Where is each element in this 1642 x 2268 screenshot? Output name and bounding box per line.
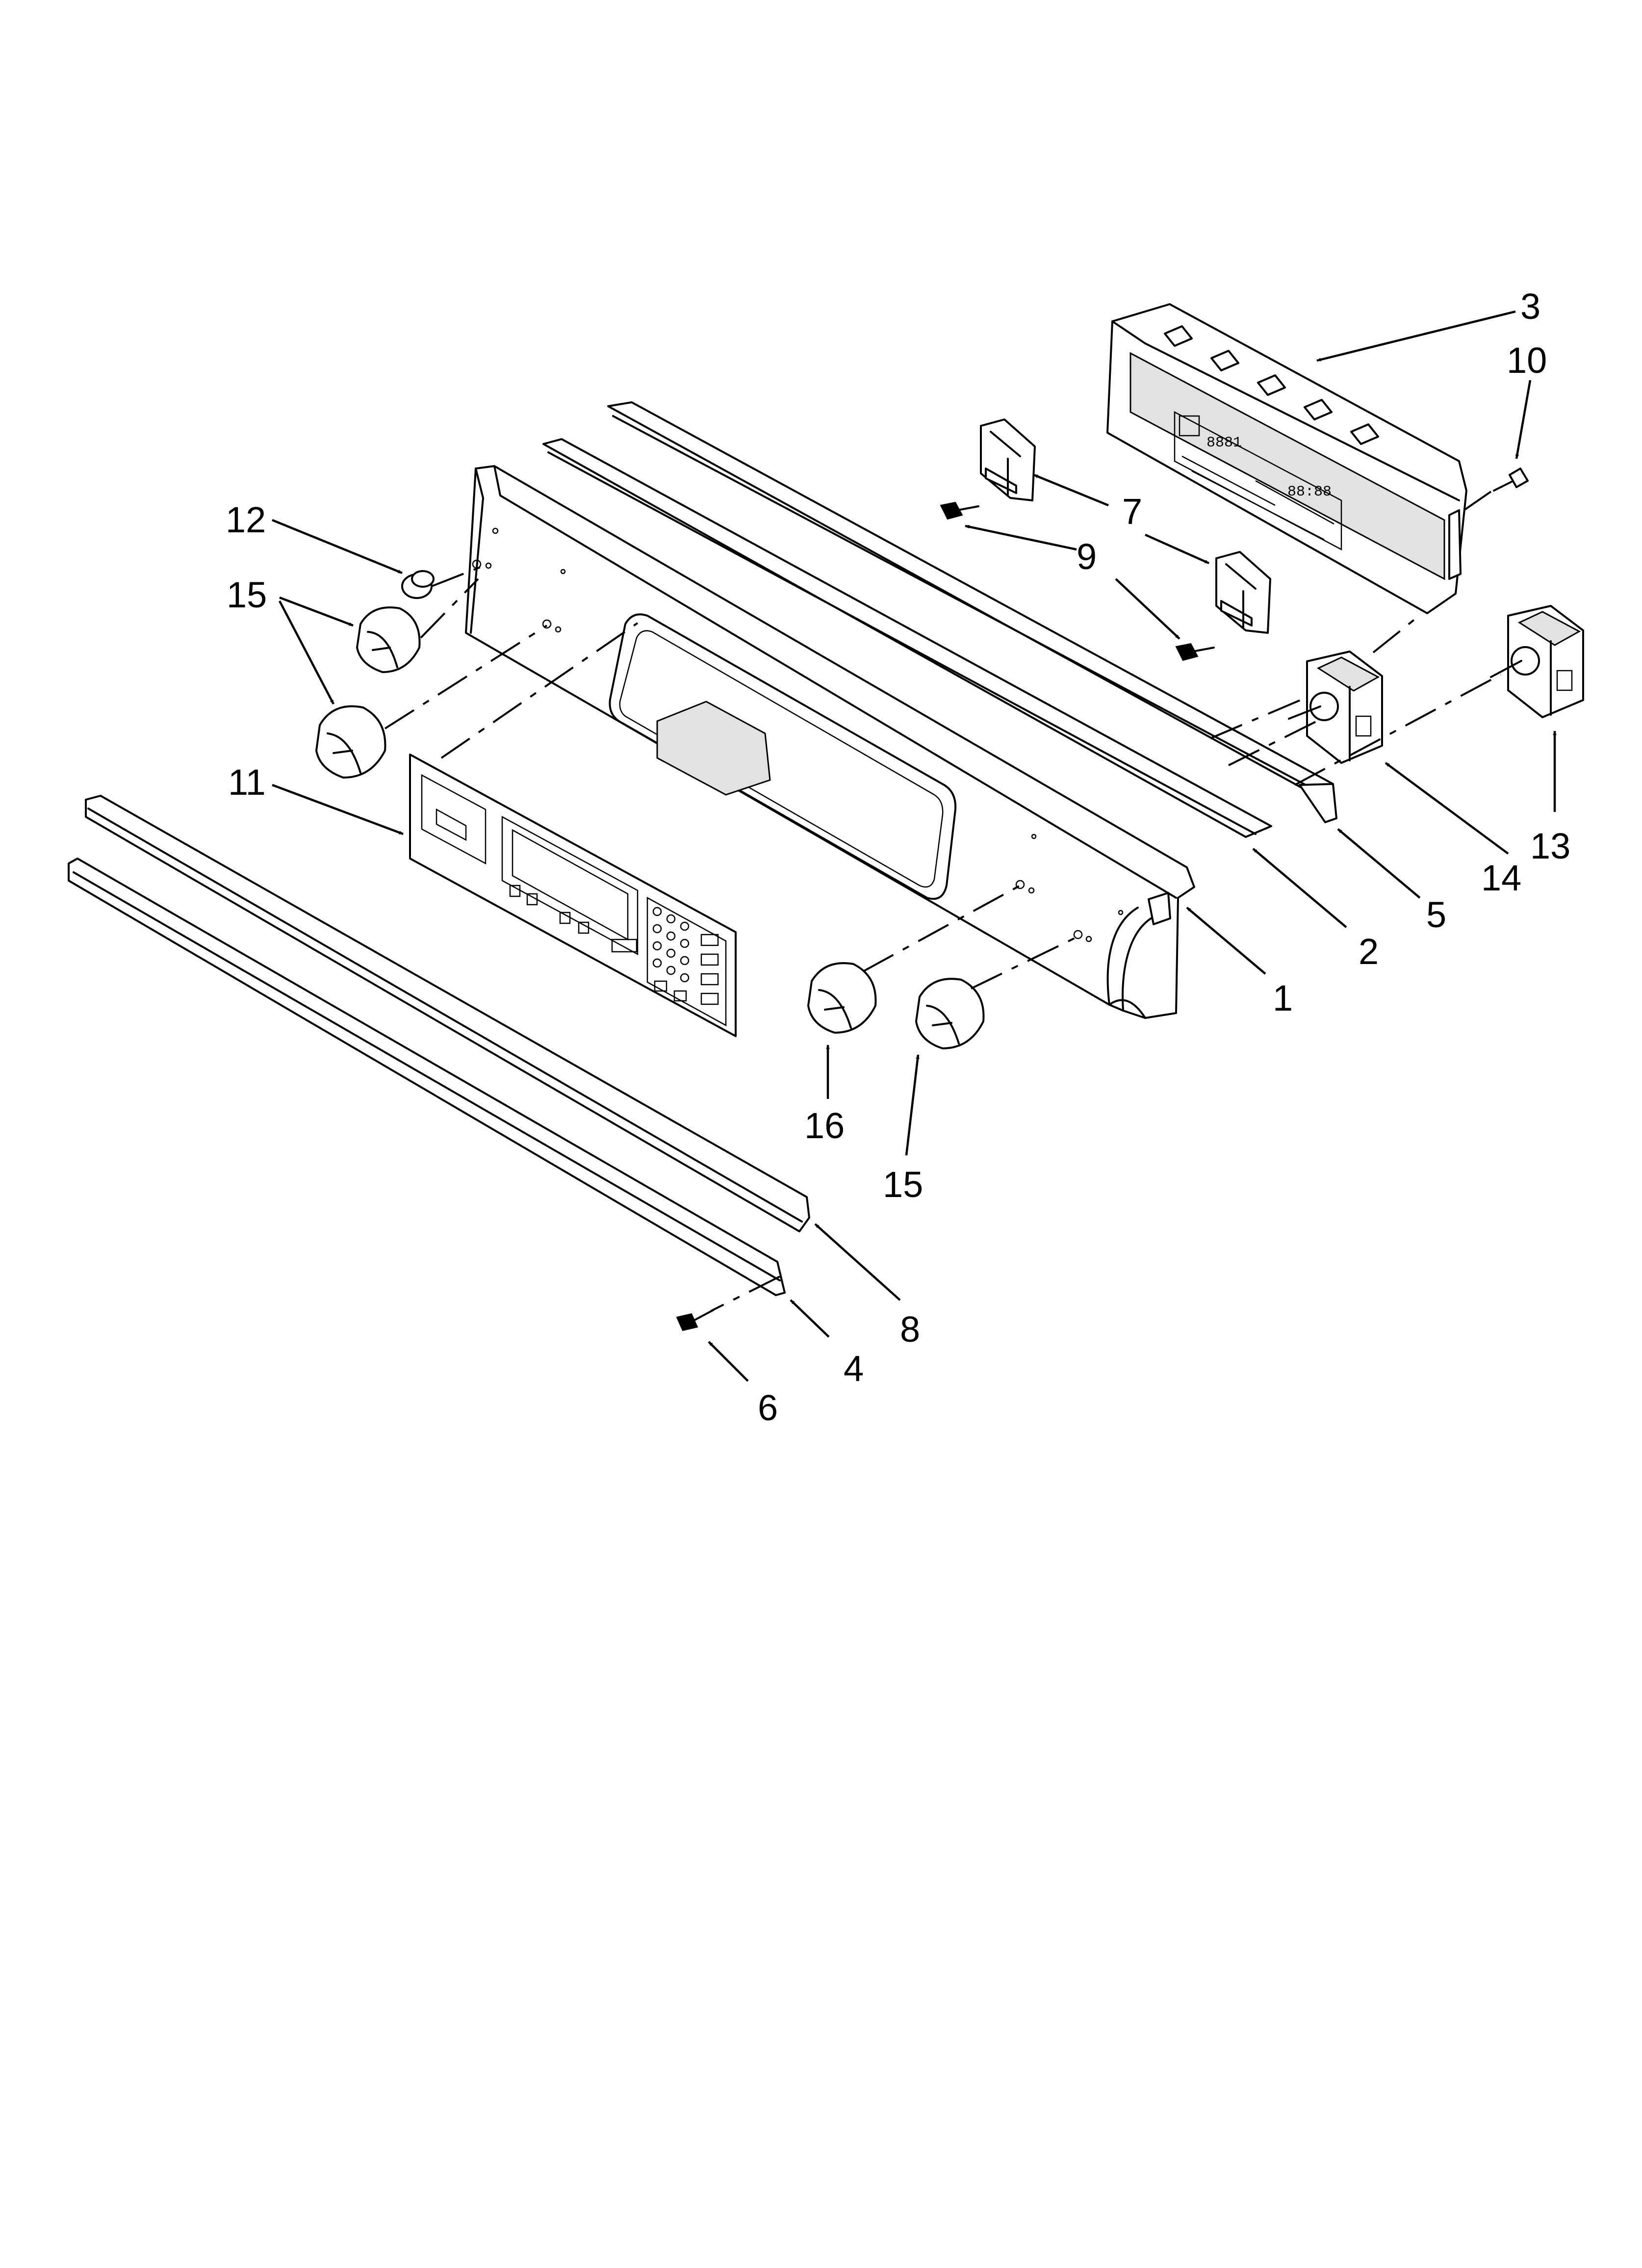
part-13-infinite-switch [1490, 605, 1584, 718]
part-2-trim-strip [542, 438, 1272, 838]
display-digits-glyph: 8881 [1206, 435, 1242, 451]
callout-9: 9 [1077, 536, 1097, 577]
part-1-control-panel-housing [465, 465, 1195, 1019]
callout-labels: 1 2 3 4 5 6 7 8 9 10 11 12 13 14 15 15 1… [226, 286, 1570, 1428]
part-16-knob [807, 962, 877, 1034]
alignment-lines [384, 491, 1501, 1312]
display-digits-glyph: 88:88 [1287, 484, 1332, 500]
part-15-knob-left [315, 705, 386, 779]
part-10-screw [1493, 468, 1529, 492]
callout-3: 3 [1520, 286, 1540, 327]
part-14-infinite-switch [1288, 651, 1383, 764]
part-5-rear-trim-strip [607, 401, 1337, 823]
part-3-electronic-control: 8881 88:88 [1106, 303, 1467, 614]
callout-15-upper: 15 [227, 574, 267, 615]
callout-14: 14 [1481, 858, 1521, 898]
part-11-control-overlay [409, 754, 737, 1037]
part-8-lower-trim [85, 795, 810, 1232]
part-7-mounting-bracket-upper [980, 418, 1036, 501]
callout-leaders [272, 310, 1557, 1382]
callout-12: 12 [226, 499, 266, 540]
callout-2: 2 [1359, 931, 1379, 972]
callout-8: 8 [900, 1309, 920, 1350]
callout-10: 10 [1507, 340, 1547, 381]
callout-7: 7 [1122, 491, 1142, 532]
callout-13: 13 [1530, 826, 1570, 866]
callout-6: 6 [758, 1387, 778, 1428]
part-12-plug [401, 570, 435, 599]
part-15-knob-right [915, 978, 985, 1049]
callout-16: 16 [804, 1105, 845, 1146]
part-6-screw [676, 1309, 715, 1331]
callout-5: 5 [1426, 894, 1446, 935]
callout-4: 4 [844, 1348, 864, 1389]
part-7-mounting-bracket-lower [1215, 551, 1271, 634]
part-4-bottom-trim [68, 858, 786, 1296]
callout-11: 11 [228, 762, 266, 803]
part-9-screw-upper [940, 501, 979, 520]
part-15-knob-upper [356, 606, 421, 673]
callout-15-lower: 15 [883, 1164, 923, 1205]
part-9-screw-lower [1175, 643, 1215, 661]
callout-1: 1 [1273, 978, 1293, 1018]
